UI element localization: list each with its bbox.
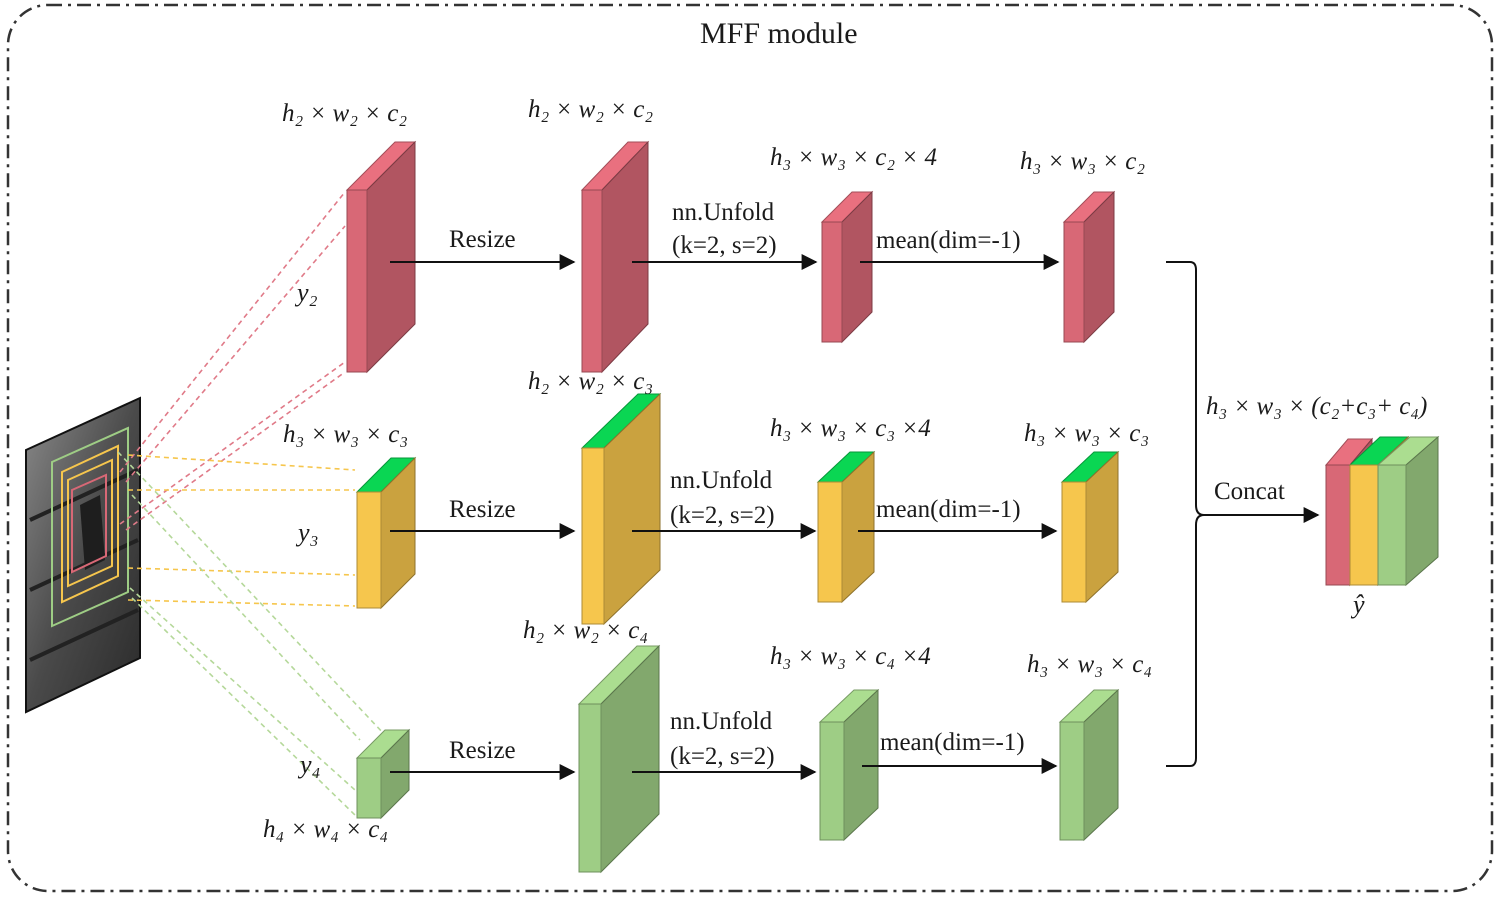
- output-slab-green: [1376, 435, 1440, 587]
- output-slab-red-front: [1325, 464, 1351, 586]
- projection-lines: [117, 191, 386, 816]
- y4-unfold-params: (k=2, s=2): [670, 743, 775, 770]
- y2-resized-block: [580, 140, 650, 374]
- y3-input-label: y₃: [298, 518, 319, 547]
- y3-output-dim: h₃ × w₃ × c₃: [1024, 420, 1150, 447]
- y3-input-dim: h₃ × w₃ × c₃: [283, 421, 409, 448]
- y4-input-label: y₄: [300, 750, 321, 779]
- y2-unfolded-block-front: [821, 221, 843, 343]
- output-slab-yellow-front: [1349, 464, 1379, 586]
- y4-input-block: [355, 728, 411, 820]
- y4-resized-block: [577, 644, 661, 874]
- y2-resized-dim: h₂ × w₂ × c₂: [528, 96, 654, 123]
- y2-resized-block-front: [581, 189, 603, 373]
- y4-unfolded-dim: h₃ × w₃ × c₄ ×4: [770, 643, 931, 670]
- y2-output-block: [1062, 190, 1116, 344]
- y2-output-dim: h₃ × w₃ × c₂: [1020, 148, 1146, 175]
- y2-input-label: y₂: [297, 278, 318, 307]
- y2-resize-label: Resize: [449, 226, 516, 253]
- concat-dim: h₃ × w₃ × (c₂+c₃+ c₄): [1206, 393, 1428, 420]
- y4-unfolded-block: [818, 688, 880, 842]
- concat-bracket: [1166, 261, 1205, 767]
- y3-input-block-front: [356, 491, 382, 609]
- y4-resized-dim: h₂ × w₂ × c₄: [523, 617, 649, 644]
- y3-unfold-params: (k=2, s=2): [670, 502, 775, 529]
- y4-unfold-label: nn.Unfold: [670, 708, 773, 735]
- module-frame: [6, 3, 1494, 893]
- concat-output-label: ŷ: [1353, 590, 1365, 619]
- y4-unfolded-block-front: [819, 721, 845, 841]
- y4-input-dim: h₄ × w₄ × c₄: [263, 816, 389, 843]
- y2-output-block-front: [1063, 221, 1085, 343]
- y4-output-dim: h₃ × w₃ × c₄: [1027, 651, 1153, 678]
- y2-unfolded-dim: h₃ × w₃ × c₂ × 4: [770, 144, 937, 171]
- y3-output-block: [1060, 450, 1120, 604]
- y4-resize-label: Resize: [449, 737, 516, 764]
- y3-resized-dim: h₂ × w₂ × c₃: [528, 368, 654, 395]
- input-image: [25, 396, 141, 714]
- y4-input-block-front: [356, 757, 382, 819]
- y3-unfolded-dim: h₃ × w₃ × c₃ ×4: [770, 415, 931, 442]
- y3-unfolded-block-front: [817, 481, 843, 603]
- y3-resized-block: [580, 392, 662, 626]
- y3-unfold-label: nn.Unfold: [670, 467, 773, 494]
- y2-unfold-label: nn.Unfold: [672, 199, 775, 226]
- concat-label: Concat: [1214, 478, 1285, 505]
- y3-mean-label: mean(dim=-1): [876, 496, 1021, 523]
- y2-unfolded-block: [820, 190, 874, 344]
- output-slab-green-front: [1377, 464, 1407, 586]
- y3-unfolded-block: [816, 450, 876, 604]
- y3-input-block: [355, 456, 417, 610]
- y2-mean-label: mean(dim=-1): [876, 227, 1021, 254]
- y4-output-block: [1058, 688, 1120, 842]
- module-title: MFF module: [700, 17, 858, 50]
- y2-input-dim: h₂ × w₂ × c₂: [282, 100, 408, 127]
- y3-output-block-front: [1061, 481, 1087, 603]
- y3-resize-label: Resize: [449, 496, 516, 523]
- y2-input-block-front: [346, 189, 368, 373]
- y2-input-block: [345, 140, 417, 374]
- y4-mean-label: mean(dim=-1): [880, 729, 1025, 756]
- y2-unfold-params: (k=2, s=2): [672, 232, 777, 259]
- y4-resized-block-front: [578, 703, 602, 873]
- y4-output-block-front: [1059, 721, 1085, 841]
- y3-resized-block-front: [581, 447, 605, 625]
